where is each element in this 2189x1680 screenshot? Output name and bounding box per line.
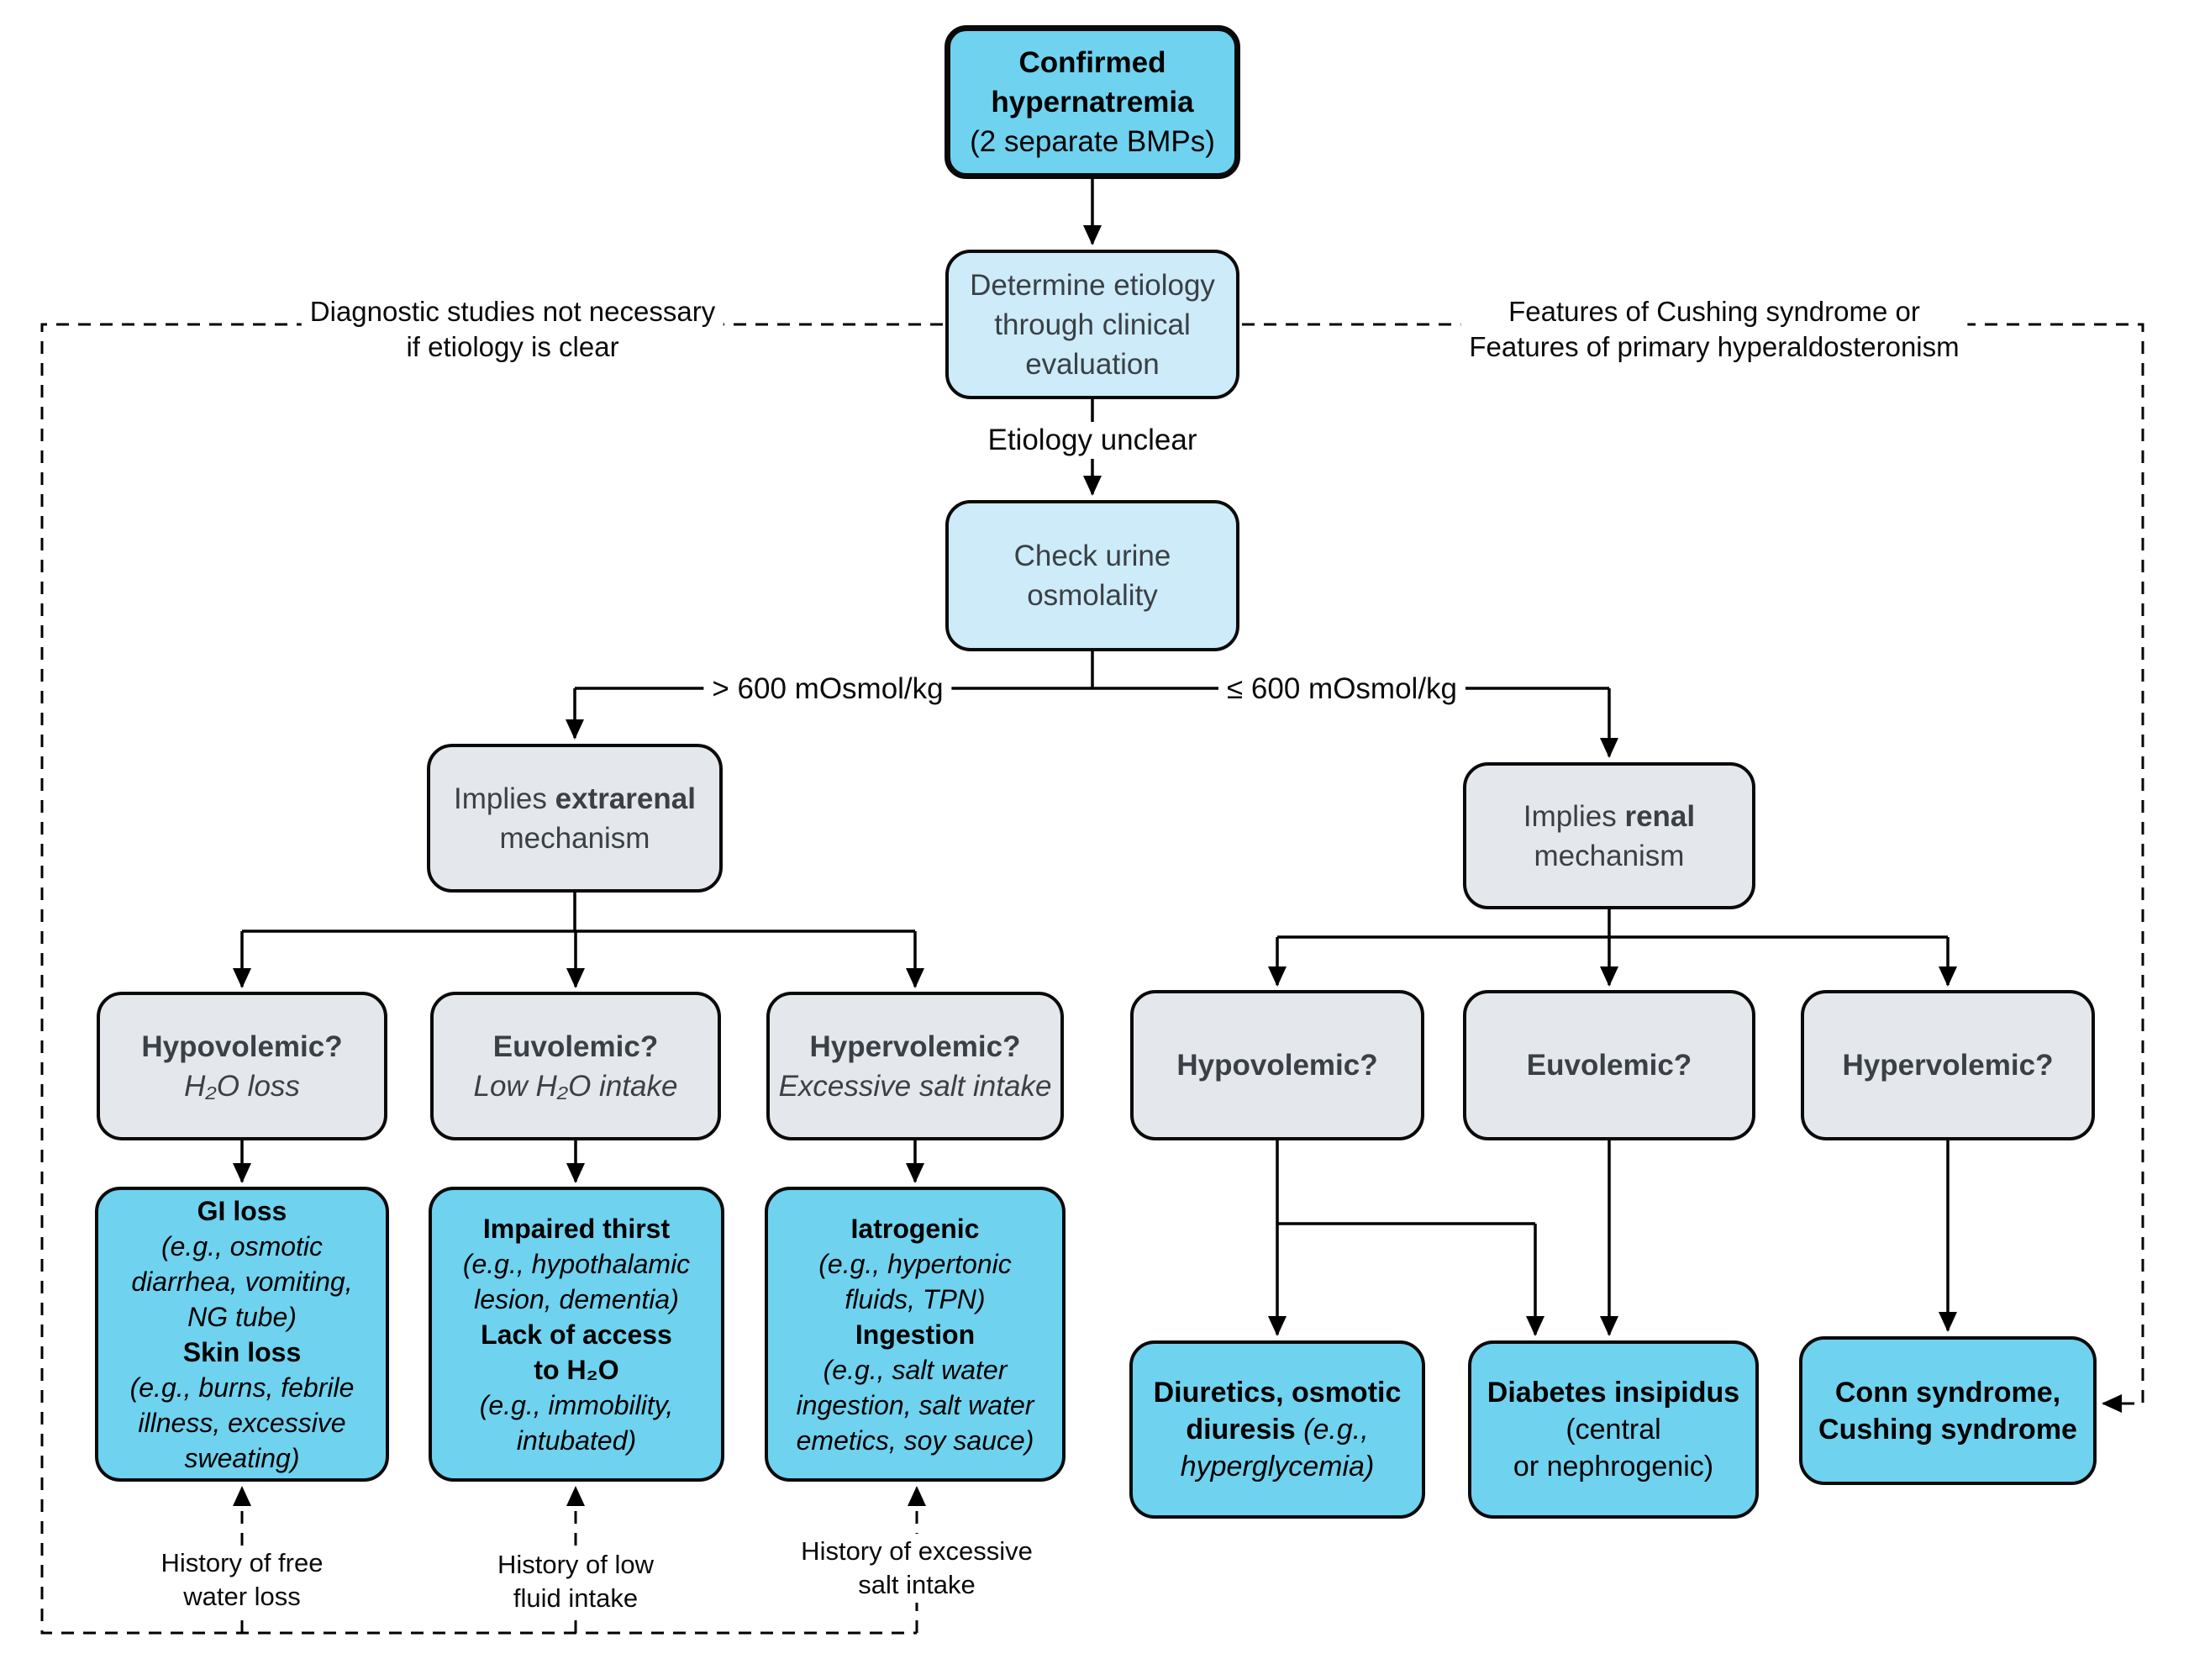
node-conn-cushing-syndrome: Conn syndrome,Cushing syndrome — [1799, 1336, 2097, 1485]
node-hypovolemic-extrarenal: Hypovolemic?H₂O loss — [97, 992, 387, 1140]
label-le-600-mosmol: ≤ 600 mOsmol/kg — [1218, 671, 1466, 708]
node-hypovolemic-renal: Hypovolemic? — [1130, 990, 1424, 1140]
label-etiology-unclear: Etiology unclear — [979, 422, 1206, 459]
dashed-right-loop — [1242, 323, 2144, 1413]
node-hypervolemic-renal: Hypervolemic? — [1801, 990, 2095, 1140]
node-euvolemic-renal: Euvolemic? — [1463, 990, 1755, 1140]
dashed-left-loop — [40, 323, 943, 1635]
label-gt-600-mosmol: > 600 mOsmol/kg — [703, 671, 952, 708]
node-hypervolemic-extrarenal: Hypervolemic?Excessive salt intake — [766, 992, 1064, 1140]
node-euvolemic-extrarenal: Euvolemic?Low H₂O intake — [430, 992, 721, 1140]
